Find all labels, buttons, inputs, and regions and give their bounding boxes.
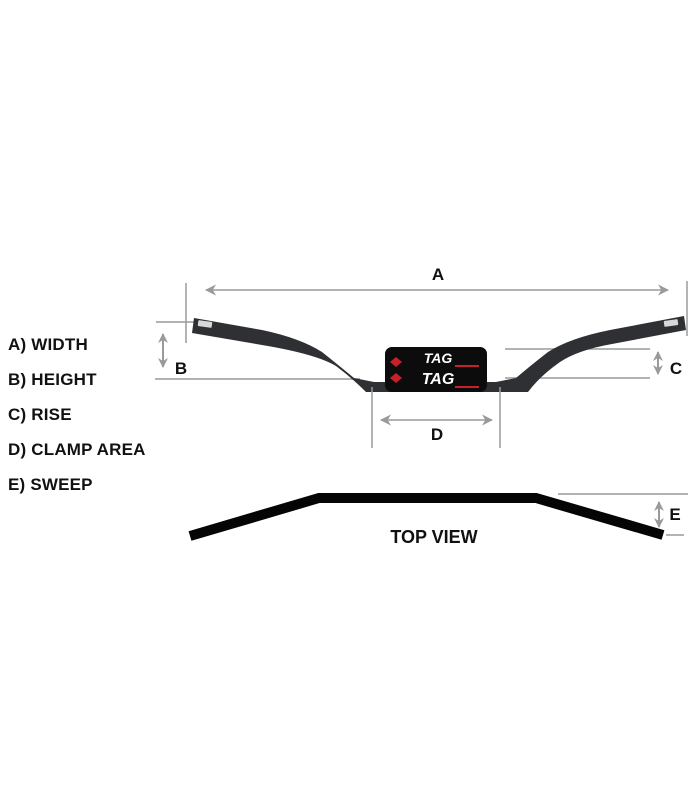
dimension-label-b: B: [175, 359, 187, 378]
dimension-b-height: B: [155, 321, 360, 380]
dimension-a-width: A: [185, 265, 688, 343]
legend-item-sweep: E) SWEEP: [8, 475, 93, 494]
dimension-label-e: E: [669, 505, 680, 524]
pad-brand-logo: TAG: [424, 350, 453, 366]
legend-item-rise: C) RISE: [8, 405, 72, 424]
legend-item-height: B) HEIGHT: [8, 370, 97, 389]
legend-item-width: A) WIDTH: [8, 335, 88, 354]
pad-brand-logo-large: TAG: [422, 371, 455, 388]
dimension-label-c: C: [670, 359, 682, 378]
legend-item-clamp-area: D) CLAMP AREA: [8, 440, 146, 459]
handlebar-top-view: TOP VIEW: [188, 493, 665, 547]
handlebar-front-view: [192, 316, 686, 392]
dimension-d-clamp-area: D: [371, 387, 501, 448]
dimension-label-a: A: [432, 265, 444, 284]
dimension-label-d: D: [431, 425, 443, 444]
top-view-label: TOP VIEW: [390, 527, 477, 547]
dimension-legend: A) WIDTH B) HEIGHT C) RISE D) CLAMP AREA…: [8, 333, 146, 508]
crossbar-pad: TAG TAG: [385, 347, 487, 392]
dimension-e-sweep: E: [558, 493, 688, 536]
